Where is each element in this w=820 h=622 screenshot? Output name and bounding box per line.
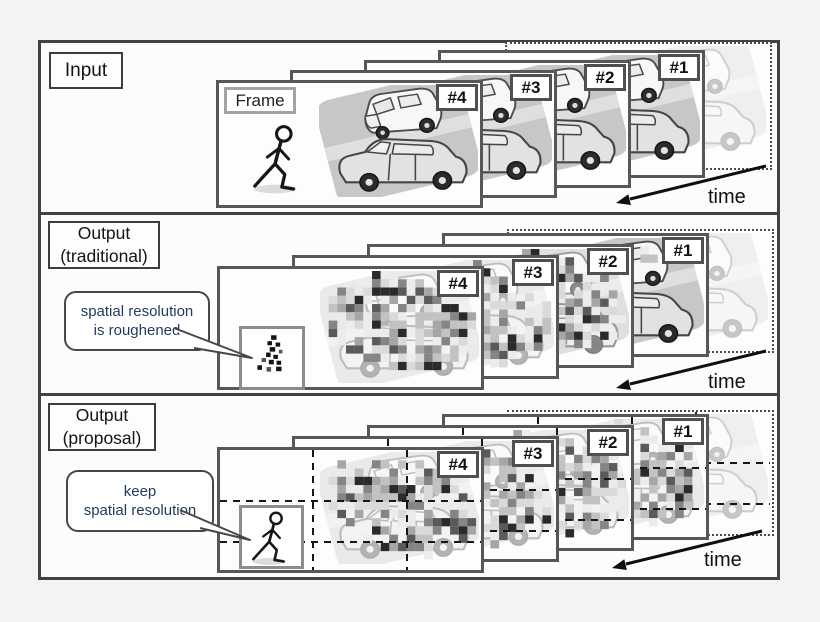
callout-text: spatial resolution <box>80 302 194 320</box>
callout-text: spatial resolution <box>83 502 197 519</box>
frame-number-badge: #1 <box>658 54 700 81</box>
clear-person-box <box>239 505 304 569</box>
frame-number-badge: #4 <box>437 451 479 478</box>
frame-number-badge: #2 <box>584 64 626 91</box>
panel-label-text: (traditional) <box>60 246 148 266</box>
pixelation-artifacts <box>328 460 477 560</box>
walking-person-icon <box>249 123 307 195</box>
panel-label-output-traditional: Output (traditional) <box>48 221 160 269</box>
frame-caption: Frame <box>224 87 296 114</box>
panel-label-text: Output <box>75 404 129 425</box>
frame-number-badge: #2 <box>587 429 629 456</box>
callout-pointer <box>173 327 253 359</box>
dashed-gridline-h <box>220 541 481 543</box>
time-axis-label: time <box>708 186 746 208</box>
callout-text: keep <box>123 482 157 500</box>
callout-keep-resolution: keep spatial resolution <box>66 470 214 532</box>
time-arrow-icon <box>610 345 774 393</box>
time-arrow-icon <box>610 160 774 208</box>
frame-number-badge: #2 <box>587 248 629 275</box>
dashed-gridline-v <box>312 450 314 570</box>
frame-number-badge: #3 <box>512 440 554 467</box>
time-axis-label: time <box>708 371 746 393</box>
dashed-gridline-h <box>220 500 481 502</box>
panel-divider <box>41 393 777 396</box>
dashed-gridline-v <box>406 450 408 570</box>
panel-label-text: Output <box>77 222 131 243</box>
frame-number-badge: #4 <box>436 84 478 111</box>
panel-label-output-proposal: Output (proposal) <box>48 403 156 451</box>
callout-roughened: spatial resolution is roughened <box>64 291 210 351</box>
frame-number-badge: #3 <box>512 259 554 286</box>
frame-number-badge: #1 <box>662 418 704 445</box>
time-arrow-icon <box>606 525 770 573</box>
frame-number-badge: #3 <box>510 74 552 101</box>
callout-pointer <box>179 509 251 541</box>
frame-number-badge: #1 <box>662 237 704 264</box>
time-axis-label: time <box>704 549 742 571</box>
panel-divider <box>41 212 777 215</box>
panel-label-text: (proposal) <box>62 428 142 448</box>
panel-label-text: Input <box>64 59 108 81</box>
pixelation-artifacts <box>328 271 477 371</box>
frame-number-badge: #4 <box>437 270 479 297</box>
input-frame-4: Frame #4 <box>216 80 483 208</box>
panel-label-input: Input <box>49 52 123 89</box>
callout-text: is roughened <box>93 322 181 339</box>
